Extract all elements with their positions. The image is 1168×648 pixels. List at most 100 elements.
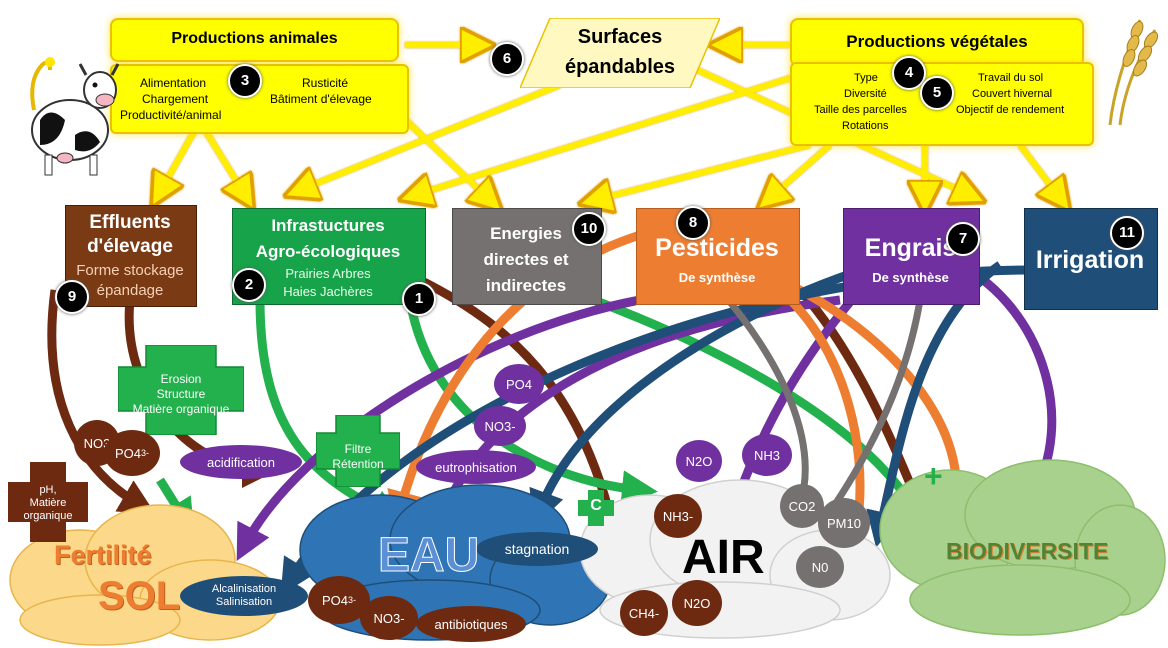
nh3-top-label: NH3 (753, 447, 780, 463)
energies-line1: Energies (490, 224, 562, 243)
eutrophisation-label: eutrophisation (435, 459, 517, 475)
po4-sol-label: PO4 (114, 445, 141, 461)
filtre-line1: Filtre (344, 442, 372, 456)
energies-line2: directes et (483, 250, 569, 269)
co2-oval: CO2 (780, 484, 824, 528)
effluents-box (65, 205, 197, 307)
carbon-label: C (590, 497, 602, 514)
nh3-top-oval: NH3 (742, 434, 792, 476)
infra-line3: Prairies Arbres (285, 266, 371, 281)
biodiv-cloud (879, 459, 1166, 636)
no3-mid-label: NO3- (484, 418, 516, 434)
animal-item-batiment: Bâtiment d'élevage (270, 92, 372, 106)
eau-label: EAU (377, 529, 480, 583)
marker-6: 6 (490, 42, 524, 76)
productions-animales-title: Productions animales (171, 30, 338, 47)
surfaces-shape (520, 18, 720, 88)
acidification-label: acidification (207, 454, 275, 470)
sol-line2: SOL (98, 574, 181, 618)
no3-eau-label: NO3- (373, 610, 405, 626)
animal-item-productivite: Productivité/animal (120, 108, 222, 122)
surfaces-line2: épandables (564, 56, 676, 78)
n2o-top-oval: N2O (676, 440, 722, 482)
animal-item-rusticite: Rusticité (302, 76, 349, 90)
animal-item-chargement: Chargement (142, 92, 209, 106)
erosion-line3: Matière organique (132, 402, 230, 416)
alcalinisation-label: Alcalinisation (211, 583, 277, 595)
infra-line1: Infrastuctures (271, 216, 385, 235)
nh3-minus-label: NH3- (662, 508, 694, 524)
biodiv-plus: + (924, 458, 943, 494)
pm10-oval: PM10 (818, 498, 870, 548)
vegetal-item-type: Type (854, 72, 878, 84)
engrais-line2: De synthèse (872, 270, 949, 285)
co2-label: CO2 (788, 498, 816, 514)
biodiv-label: BIODIVERSITE (946, 538, 1109, 564)
pesticides-line2: De synthèse (678, 270, 756, 285)
acidification-oval: acidification (180, 445, 302, 479)
vegetal-item-rotations: Rotations (842, 120, 889, 132)
vegetal-item-objectif: Objectif de rendement (956, 104, 1065, 116)
wheat-icon (1108, 19, 1159, 126)
productions-vegetales-title: Productions végétales (846, 32, 1028, 51)
antibiotiques-oval: antibiotiques (416, 606, 526, 642)
vegetal-item-diversite: Diversité (844, 88, 887, 100)
infra-line2: Agro-écologiques (255, 242, 401, 261)
productions-animales-box: Productions animales (110, 18, 399, 62)
marker-4: 4 (892, 56, 926, 90)
marker-5: 5 (920, 76, 954, 110)
vegetal-item-couvert: Couvert hivernal (972, 88, 1053, 100)
marker-7: 7 (946, 222, 980, 256)
cow-icon (30, 57, 120, 176)
n0-oval: N0 (796, 546, 844, 588)
ch4-oval: CH4- (620, 590, 668, 636)
po4-mid-oval: PO4 (494, 364, 544, 404)
ph-line1: pH, (39, 484, 57, 496)
pesticides-box (636, 208, 800, 305)
erosion-line2: Structure (156, 387, 206, 401)
n2o-bottom-label: N2O (683, 595, 711, 611)
no3-mid-oval: NO3- (474, 406, 526, 446)
productions-vegetales-box: Productions végétales (790, 18, 1084, 67)
n2o-bottom-oval: N2O (672, 580, 722, 626)
marker-11: 11 (1110, 216, 1144, 250)
ph-cross (8, 462, 88, 542)
ch4-label: CH4- (628, 605, 660, 621)
filtre-line2: Rétention (332, 457, 384, 471)
infra-line4: Haies Jachères (283, 284, 373, 299)
stagnation-label: stagnation (504, 541, 570, 557)
po4-sol-sup: 3- (141, 448, 150, 458)
carbon-cross (578, 490, 614, 526)
engrais-line1: Engrais (864, 234, 957, 262)
n2o-top-label: N2O (685, 453, 713, 469)
pesticides-line1: Pesticides (655, 234, 779, 262)
eutrophisation-oval: eutrophisation (416, 450, 536, 484)
stagnation-oval: stagnation (476, 532, 598, 566)
marker-8: 8 (676, 206, 710, 240)
ph-line3: organique (23, 510, 73, 522)
po4-eau-sup: 3- (348, 595, 357, 605)
marker-9: 9 (55, 280, 89, 314)
animal-item-alimentation: Alimentation (140, 76, 207, 90)
no3-eau-oval: NO3- (360, 596, 418, 640)
irrigation-line1: Irrigation (1035, 246, 1145, 274)
effluents-line4: épandage (96, 282, 164, 299)
vegetal-item-travail: Travail du sol (978, 72, 1044, 84)
nh3-minus-oval: NH3- (654, 494, 702, 538)
marker-2: 2 (232, 268, 266, 302)
no3-sol-label: NO3 (83, 435, 111, 451)
energies-line3: indirectes (485, 276, 567, 295)
po4-eau-label: PO4 (321, 592, 348, 608)
marker-10: 10 (572, 212, 606, 246)
surfaces-line1: Surfaces (577, 26, 663, 48)
po4-mid-label: PO4 (505, 376, 532, 392)
vegetal-item-taille: Taille des parcelles (814, 104, 907, 116)
air-label: AIR (682, 531, 765, 584)
erosion-cross (118, 345, 244, 435)
sol-line1: Fertilité (54, 540, 152, 570)
pm10-label: PM10 (827, 515, 861, 531)
